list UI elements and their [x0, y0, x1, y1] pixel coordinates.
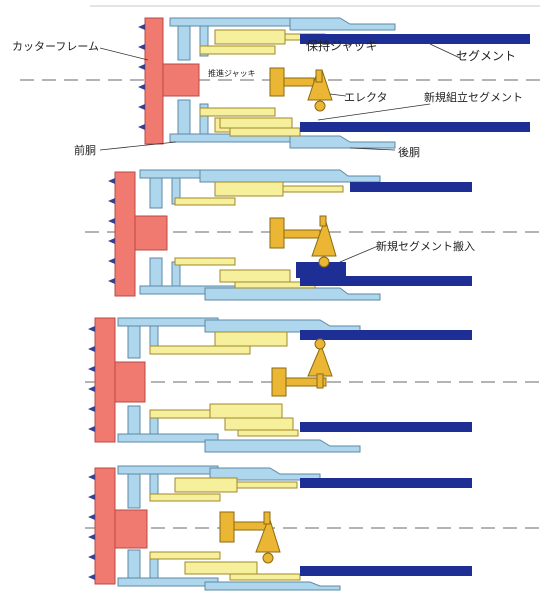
erector — [269, 215, 337, 268]
segment-upper — [300, 330, 472, 340]
label-front-body: 前胴 — [74, 143, 96, 157]
stage-2: 新規セグメント搬入 — [85, 169, 545, 301]
thrust-jack — [184, 561, 301, 581]
segment-upper — [300, 34, 530, 44]
stage-3 — [85, 317, 545, 453]
leader-rear-body — [349, 147, 396, 151]
rear-shell — [289, 17, 396, 149]
leader-cutter-frame — [99, 47, 149, 61]
erector — [271, 338, 333, 397]
leader-segment — [429, 43, 461, 59]
segment-lower — [300, 566, 472, 576]
label-segment: セグメント — [456, 49, 516, 63]
label-thrust-jack: 推進ジャッキ — [208, 68, 256, 78]
holding-jack — [149, 477, 298, 560]
front-shell — [117, 317, 219, 443]
rear-shell — [199, 169, 381, 301]
leader-front-body — [99, 141, 177, 151]
leader-new-assembled-segment — [317, 103, 431, 121]
cutter-frame — [108, 171, 168, 297]
rear-shell — [204, 467, 341, 591]
new-segment — [296, 262, 346, 278]
cutter-frame — [138, 17, 200, 145]
leader-new-segment-carry-in — [339, 245, 379, 263]
segment-upper — [300, 478, 472, 488]
erector — [269, 67, 333, 112]
segment-lower — [300, 276, 472, 286]
cutter-frame — [88, 317, 146, 443]
label-new-assembled-segment: 新規組立セグメント — [424, 90, 523, 104]
segment-upper — [350, 182, 472, 192]
label-rear-body: 後胴 — [398, 145, 420, 159]
rear-shell — [204, 319, 361, 453]
label-erector: エレクタ — [344, 91, 388, 104]
label-new-segment-carry-in: 新規セグメント搬入 — [376, 239, 475, 253]
segment-lower — [300, 122, 530, 132]
erector — [219, 511, 281, 564]
front-shell — [169, 17, 291, 143]
thrust-jack — [224, 417, 299, 437]
segment-lower — [300, 422, 472, 432]
stage-1: カッターフレーム 保持ジャッキ セグメント 推進ジャッキ エレクタ 新規組立セグ… — [12, 17, 545, 159]
front-shell — [117, 465, 219, 587]
cutter-frame — [88, 467, 148, 585]
stage-4 — [85, 465, 545, 591]
holding-jack — [174, 181, 344, 266]
thrust-jack — [219, 117, 301, 137]
label-cutter-frame: カッターフレーム — [12, 40, 99, 53]
holding-jack — [149, 331, 288, 419]
label-holding-jack: 保持ジャッキ — [306, 38, 377, 53]
leader-erector — [329, 93, 347, 97]
